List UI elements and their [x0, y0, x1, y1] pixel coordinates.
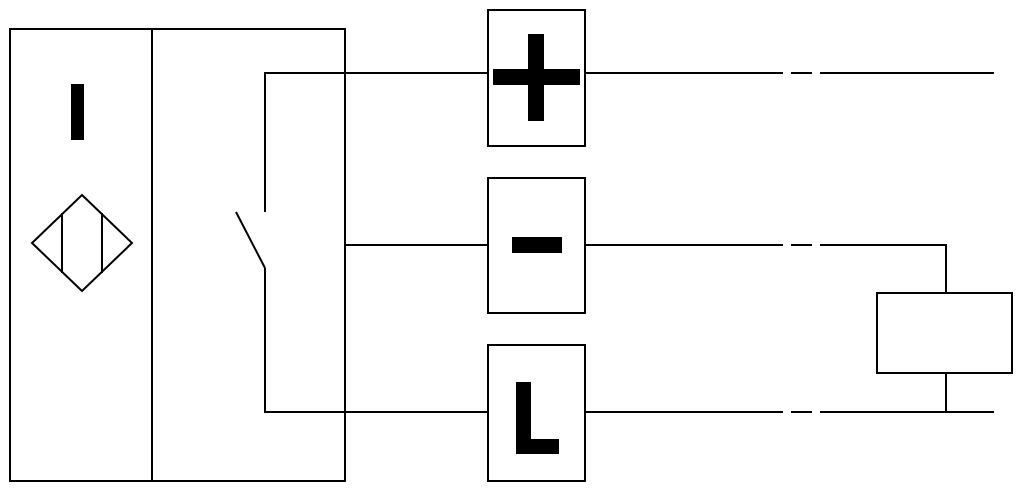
terminal-load: [487, 344, 586, 482]
load-resistor-box: [876, 292, 1013, 374]
vertical-bar-symbol: [71, 84, 84, 140]
minus-sign-icon: [512, 237, 562, 253]
sensor-housing-group: [9, 28, 346, 482]
normally-open-contact-group: [235, 73, 266, 412]
load-resistor-group: [876, 245, 1013, 412]
terminal-load-box: [487, 344, 586, 482]
diamond-outline: [30, 193, 134, 293]
plus-sign-icon: [493, 34, 580, 121]
terminal-plus: [487, 9, 586, 147]
letter-l-icon: [516, 382, 559, 454]
terminal-minus: [487, 177, 586, 314]
terminal-minus-box: [487, 177, 586, 314]
inductive-proximity-sensor-symbol: [30, 193, 134, 293]
sensor-housing-outline: [9, 28, 346, 482]
switch-blade: [235, 211, 266, 269]
